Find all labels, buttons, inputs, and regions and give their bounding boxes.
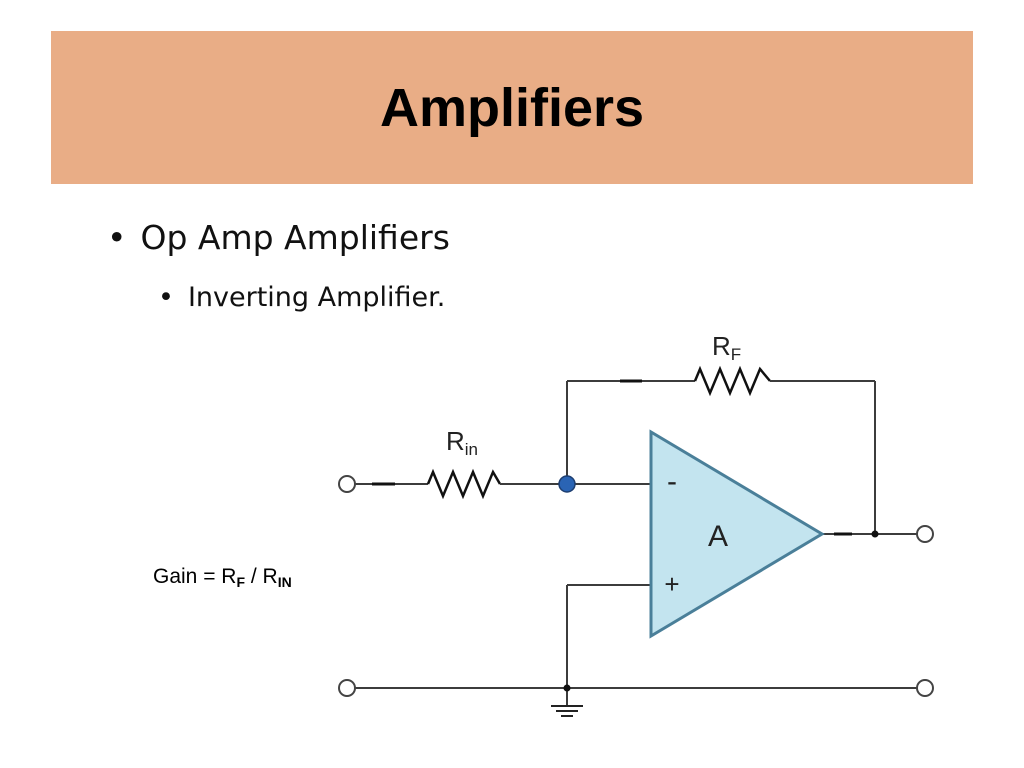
title-band: Amplifiers [51, 31, 973, 184]
noninverting-input-label: + [664, 569, 679, 599]
inverting-input-label: - [667, 465, 677, 498]
ground-symbol [551, 705, 583, 717]
gain-formula: Gain = RF / RIN [153, 565, 292, 590]
summing-junction-node [558, 475, 576, 493]
ground-terminal-left [338, 679, 356, 697]
input-resistor-label: Rin [446, 426, 478, 459]
bullet-op-amp-amplifiers: • Op Amp Amplifiers [107, 218, 450, 257]
output-junction-dot [871, 530, 879, 538]
gain-divider: / R [245, 565, 278, 588]
input-resistor [426, 468, 502, 500]
input-resistor-subscript: in [465, 440, 478, 459]
feedback-resistor [693, 365, 771, 397]
gain-rf-subscript: F [236, 574, 246, 590]
ground-junction-dot [563, 684, 571, 692]
feedback-resistor-subscript: F [731, 345, 741, 364]
ground-terminal-right [916, 679, 934, 697]
sub-bullet-inverting-amplifier: • Inverting Amplifier. [158, 282, 445, 313]
sub-bullet-text: Inverting Amplifier. [187, 282, 446, 313]
opamp-triangle [649, 429, 825, 639]
slide-title: Amplifiers [379, 77, 645, 138]
opamp-gain-label: A [708, 520, 728, 553]
bullet-text: Op Amp Amplifiers [140, 218, 450, 257]
feedback-resistor-letter: R [712, 331, 731, 361]
input-resistor-letter: R [446, 426, 465, 456]
input-terminal [338, 475, 356, 493]
gain-prefix: Gain = R [153, 565, 237, 588]
feedback-resistor-label: RF [712, 331, 741, 364]
output-terminal [916, 525, 934, 543]
gain-rin-subscript: IN [277, 574, 292, 590]
bullet-dot: • [158, 282, 174, 313]
bullet-dot: • [107, 218, 127, 257]
